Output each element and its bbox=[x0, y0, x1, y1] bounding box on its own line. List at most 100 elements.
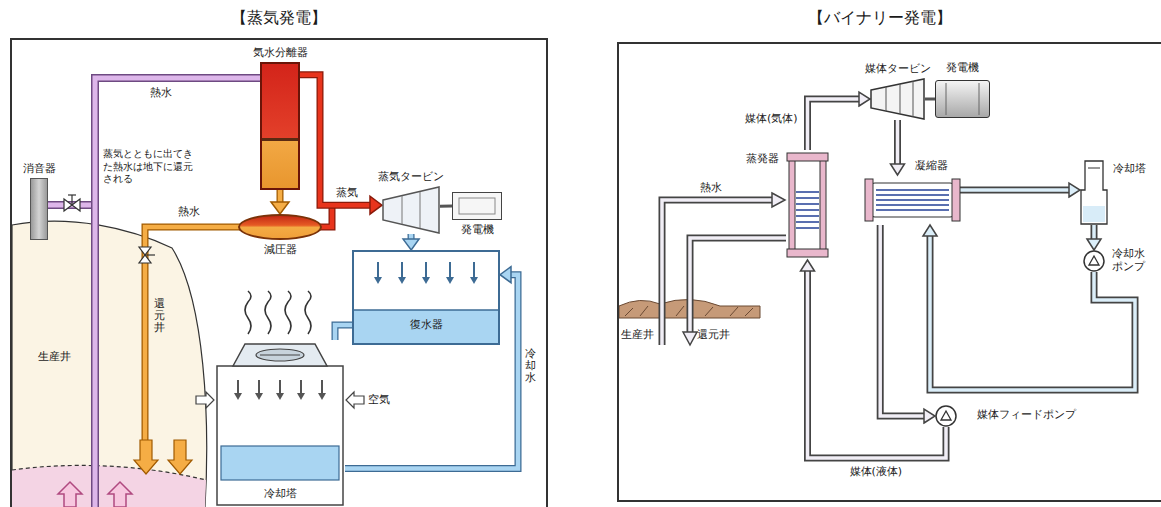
arrow-head bbox=[683, 332, 697, 345]
air-arrow bbox=[196, 392, 214, 408]
shape-part bbox=[820, 160, 826, 250]
shape-part bbox=[221, 446, 339, 480]
valve-half bbox=[139, 255, 151, 263]
reservoir bbox=[12, 465, 206, 507]
shape-part bbox=[383, 187, 439, 233]
shape-part bbox=[276, 393, 284, 400]
edge-label: 媒体(気体) bbox=[745, 112, 798, 125]
shape-part bbox=[401, 262, 403, 278]
well-label: 還元井 bbox=[697, 328, 730, 341]
arrow-head bbox=[801, 260, 815, 271]
pipe-connector bbox=[403, 234, 419, 250]
pipe-fill bbox=[300, 75, 370, 205]
vapour-line bbox=[245, 291, 251, 334]
hot-water-return bbox=[683, 238, 786, 345]
valve-half bbox=[72, 199, 80, 211]
panel-frame: 【蒸気発電】気水分離器消音器減圧器蒸気タービン発電機復水器冷却塔 bbox=[10, 38, 548, 507]
shape-part bbox=[449, 262, 451, 278]
panel-title: 【蒸気発電】 bbox=[231, 8, 327, 27]
node-label: 気水分離器 bbox=[253, 46, 308, 59]
pipe-outline bbox=[808, 99, 860, 150]
vapour-line bbox=[265, 291, 271, 334]
vapour-plume bbox=[245, 291, 311, 334]
shape-part bbox=[1083, 206, 1105, 222]
shape-part bbox=[796, 197, 819, 199]
pipe-connector bbox=[891, 120, 905, 175]
shape-outline bbox=[935, 405, 957, 427]
flow-label: 熱水 bbox=[178, 205, 200, 218]
pipe-outline bbox=[1091, 225, 1098, 239]
evaporator: 蒸発器 bbox=[785, 150, 830, 260]
node-label: 復水器 bbox=[410, 318, 443, 331]
valve-stem bbox=[145, 254, 155, 255]
shape-part bbox=[233, 344, 327, 366]
shape-part bbox=[865, 179, 873, 221]
shape-part bbox=[900, 84, 901, 114]
shape-part bbox=[876, 194, 949, 196]
downflow-arrow bbox=[168, 440, 192, 474]
well-label: 生産井 bbox=[38, 350, 71, 363]
node-label: 減圧器 bbox=[264, 243, 297, 256]
generator-box: 発電機 bbox=[935, 80, 990, 118]
node-label: 蒸発器 bbox=[746, 152, 779, 165]
shape-part bbox=[279, 380, 281, 394]
condenser-tank: 復水器 bbox=[352, 250, 500, 345]
shape-part bbox=[354, 310, 498, 343]
node-label: 冷却水ポンプ bbox=[1112, 247, 1148, 273]
pipe-fill bbox=[320, 207, 332, 227]
node-label: 消音器 bbox=[23, 162, 56, 175]
shape-part bbox=[318, 393, 326, 400]
pipe-fill bbox=[808, 271, 947, 458]
arrow-head bbox=[859, 92, 870, 106]
shape-part bbox=[1084, 251, 1104, 271]
ground-area bbox=[12, 221, 207, 507]
air-arrow bbox=[346, 392, 364, 408]
pipe-outline bbox=[894, 120, 901, 164]
pipe-outline bbox=[930, 236, 1135, 390]
pipe-connector bbox=[1087, 225, 1101, 250]
pipe-connector bbox=[335, 325, 352, 340]
arrow-head bbox=[403, 239, 419, 250]
shape-outline bbox=[865, 175, 960, 225]
pipe-fill bbox=[1092, 225, 1096, 239]
node-label: 媒体フィードポンプ bbox=[977, 408, 1076, 421]
shape-part bbox=[796, 209, 819, 211]
note-text: 蒸気とともに出てきた熱水は地下に還元される bbox=[103, 148, 195, 186]
arrow-head bbox=[370, 196, 382, 214]
valve-half bbox=[139, 247, 151, 255]
pipe-fill bbox=[662, 200, 773, 345]
shape-part bbox=[377, 262, 379, 278]
pipe-fill bbox=[960, 188, 1069, 192]
shape-part bbox=[789, 160, 795, 250]
shape-part bbox=[260, 354, 300, 355]
shape-part bbox=[234, 393, 242, 400]
shape-part bbox=[871, 183, 954, 217]
pipe-connector bbox=[271, 190, 289, 214]
node-label: 発電機 bbox=[461, 223, 494, 236]
shape-part bbox=[237, 380, 239, 394]
pipe-outline bbox=[960, 187, 1069, 194]
shape-part bbox=[374, 277, 382, 284]
pipe-outline bbox=[300, 75, 370, 205]
silencer-stack: 消音器 bbox=[30, 178, 48, 240]
node-label: 発電機 bbox=[946, 61, 979, 74]
arrow-head bbox=[1087, 239, 1101, 250]
node-label: 凝縮器 bbox=[915, 159, 948, 172]
shape-part bbox=[297, 393, 305, 400]
pipe-fill bbox=[278, 190, 283, 202]
shape-part bbox=[793, 160, 822, 250]
shape-outline bbox=[215, 340, 345, 507]
pipe-outline bbox=[662, 200, 773, 345]
shape-part bbox=[473, 262, 475, 278]
valve-half bbox=[64, 199, 72, 211]
edge-label: 蒸気 bbox=[336, 186, 358, 199]
pipe-fill bbox=[690, 238, 786, 333]
pump-symbol: 冷却水ポンプ bbox=[1083, 250, 1105, 272]
valve-stem bbox=[68, 194, 76, 195]
arrow-head bbox=[891, 164, 905, 175]
shape-part bbox=[217, 366, 343, 505]
node-label: 媒体タービン bbox=[865, 62, 931, 75]
pipe-outline bbox=[690, 238, 786, 333]
shape-outline bbox=[453, 193, 501, 219]
cooling-tower: 冷却塔 bbox=[215, 340, 345, 507]
